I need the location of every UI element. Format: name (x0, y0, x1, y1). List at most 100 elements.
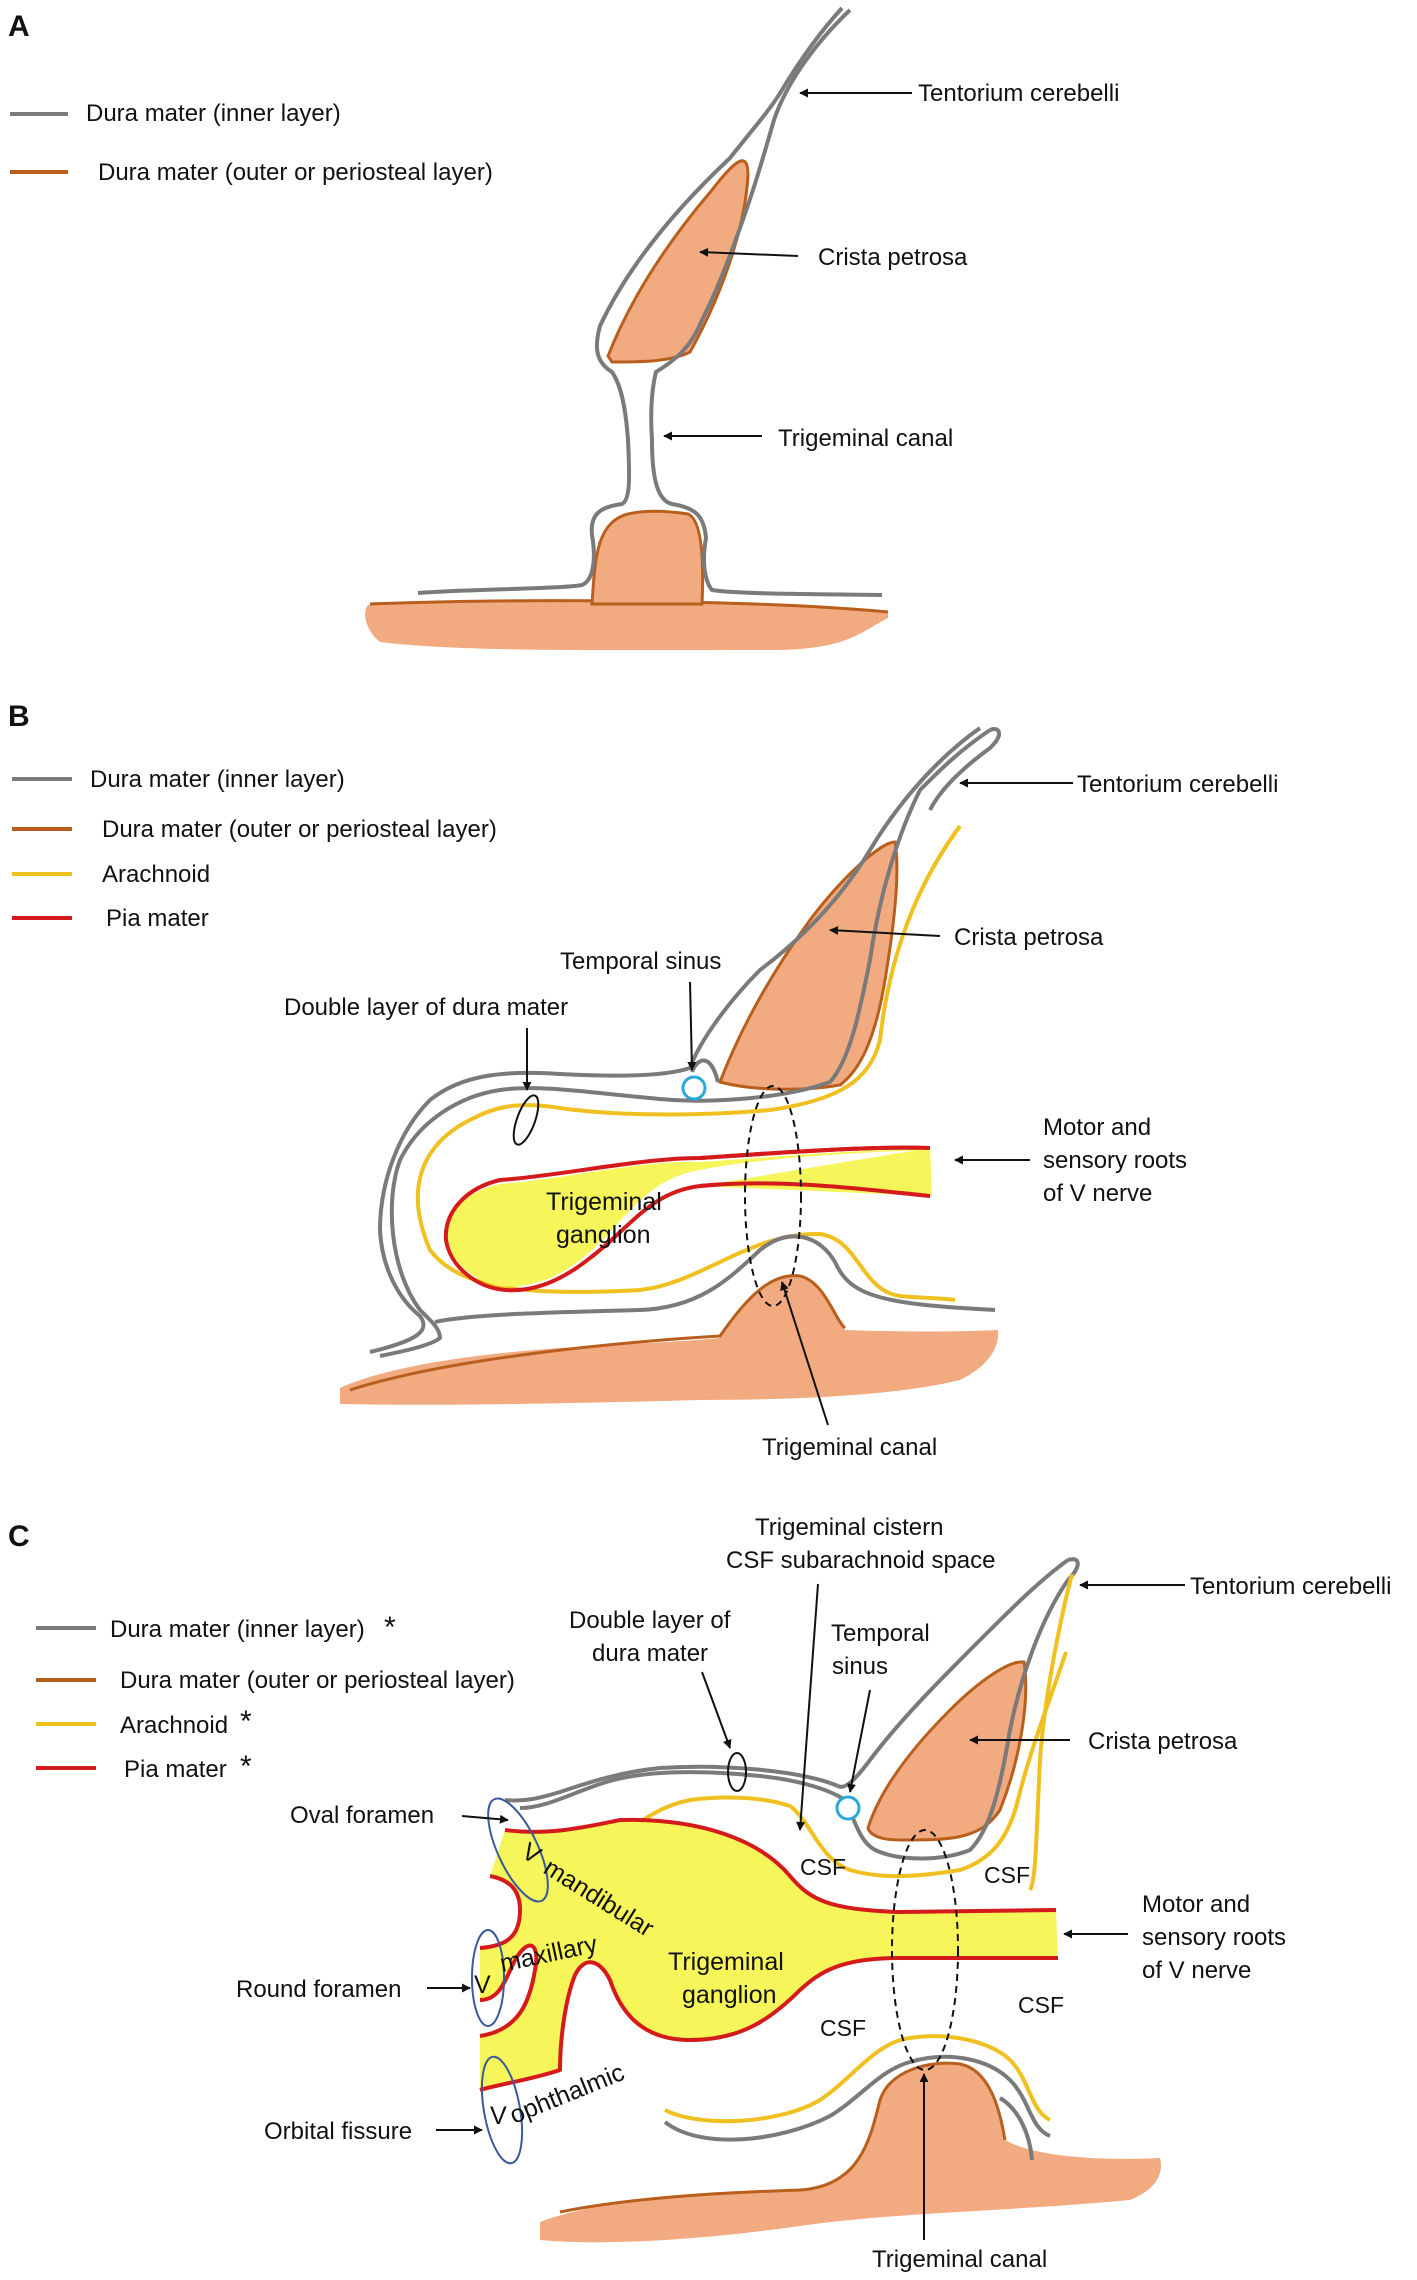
canal-label: Trigeminal canal (872, 2246, 1047, 2273)
cistern-line2: CSF subarachnoid space (726, 1547, 995, 1574)
pia-upper (504, 1817, 1057, 1914)
crista-arrow (699, 247, 799, 257)
oval-foramen-ellipse (487, 1797, 549, 1903)
oval-foramen-arrow (461, 1814, 509, 1824)
double-line2: dura mater (592, 1640, 708, 1667)
motor-line2: sensory roots (1043, 1147, 1187, 1174)
dura-inner-upper (519, 1557, 1080, 1861)
legend-dura-outer-label: Dura mater (outer or periosteal layer) (98, 159, 493, 186)
dura-floor-right (998, 2096, 1034, 2161)
arachnoid-upper (628, 1651, 1068, 1879)
dura-inner-floor (434, 1234, 996, 1324)
panel-b: B Dura mater (inner layer) Dura mater (o… (8, 700, 1278, 1461)
temporal-line1: Temporal (831, 1620, 930, 1647)
double-layer-arrow (701, 1671, 732, 1749)
panel-a-letter: A (8, 10, 30, 43)
dura-tentorium (837, 1558, 1070, 1789)
legend-dura-outer-label: Dura mater (outer or periosteal layer) (120, 1667, 515, 1694)
ganglion-line1: Trigeminal (668, 1948, 784, 1976)
round-foramen-ellipse (471, 1929, 505, 2027)
legend-arachnoid-star: * (240, 1705, 252, 1738)
ganglion-line2: ganglion (556, 1221, 651, 1249)
motor-line2: sensory roots (1142, 1924, 1286, 1951)
legend-pia-label: Pia mater (106, 905, 209, 932)
arachnoid-layer (415, 824, 962, 1302)
panel-b-legend: Dura mater (inner layer) Dura mater (out… (12, 766, 497, 932)
ganglion-line2: ganglion (682, 1981, 777, 2009)
trigeminal-canal-ellipse (744, 1085, 802, 1307)
pia-root-edges (699, 1145, 931, 1198)
crista-label: Crista petrosa (818, 244, 968, 271)
arachnoid-right (1028, 1573, 1074, 1892)
pia-lower (479, 1956, 1058, 2092)
crista-petrosa-shape (718, 840, 899, 1091)
panel-b-letter: B (8, 700, 30, 733)
motor-line1: Motor and (1043, 1114, 1151, 1141)
periosteal-dura-line (349, 1274, 847, 1392)
temporal-sinus-label: Temporal sinus (560, 948, 721, 975)
csf-label-upper-left: CSF (800, 1854, 846, 1880)
petrous-bone-base (540, 2063, 1161, 2243)
tentorium-label: Tentorium cerebelli (1190, 1573, 1391, 1600)
arachnoid-lower (664, 2034, 1052, 2124)
trigeminal-ganglion-shape (480, 1819, 1058, 2090)
cistern-arrow (796, 1583, 819, 1831)
orbital-fissure-label: Orbital fissure (264, 2118, 412, 2145)
temporal-sinus-arrow (847, 1689, 871, 1793)
dura-inner-floor (663, 2054, 1051, 2142)
legend-dura-inner-label: Dura mater (inner layer) (86, 100, 341, 127)
motor-line1: Motor and (1142, 1891, 1250, 1918)
csf-label-upper-right: CSF (984, 1862, 1030, 1888)
ganglion-line1: Trigeminal (546, 1188, 662, 1216)
dura-double-layer (504, 1764, 839, 1803)
bone-bump (590, 509, 705, 606)
dura-inner-right (649, 8, 883, 597)
legend-dura-inner-star: * (384, 1611, 396, 1644)
temporal-sinus-circle (835, 1795, 861, 1821)
oval-foramen-label: Oval foramen (290, 1802, 434, 1829)
legend-arachnoid-label: Arachnoid (102, 861, 210, 888)
crista-label: Crista petrosa (1088, 1728, 1238, 1755)
temporal-sinus-arrow (687, 981, 697, 1071)
panel-a-legend: Dura mater (inner layer) Dura mater (out… (10, 100, 493, 186)
canal-label: Trigeminal canal (778, 425, 953, 452)
legend-pia-star: * (240, 1750, 252, 1783)
pia-mandibular-lower (479, 1874, 523, 1950)
petrous-bone-base (340, 1275, 999, 1405)
panel-c: C Dura mater (inner layer) * Dura mater … (8, 1514, 1391, 2273)
crista-label: Crista petrosa (954, 924, 1104, 951)
double-layer-label: Double layer of dura mater (284, 994, 568, 1021)
dura-inner-left (417, 6, 844, 595)
legend-dura-inner-label: Dura mater (inner layer) (90, 766, 345, 793)
dura-tentorium-tip (928, 727, 1001, 811)
periosteal-dura-line (559, 2061, 1007, 2214)
panel-c-legend: Dura mater (inner layer) * Dura mater (o… (36, 1611, 515, 1783)
crista-petrosa-shape (866, 1660, 1028, 1842)
motor-line3: of V nerve (1142, 1957, 1251, 1984)
trigeminal-canal-ellipse (891, 1829, 959, 2071)
motor-line3: of V nerve (1043, 1180, 1152, 1207)
canal-arrow (780, 1281, 829, 1426)
csf-label-lower-right: CSF (1018, 1992, 1064, 2018)
v-maxillary-letter: V (474, 1971, 491, 1999)
double-line1: Double layer of (569, 1607, 731, 1634)
panel-a: A Dura mater (inner layer) Dura mater (o… (8, 6, 1119, 651)
legend-pia-label: Pia mater (124, 1756, 227, 1783)
petrous-bone-base (365, 599, 888, 651)
temporal-sinus-circle (681, 1075, 707, 1101)
tentorium-label: Tentorium cerebelli (918, 80, 1119, 107)
helper (1000, 1560, 1080, 2132)
dura-inner-upper (369, 726, 982, 1354)
legend-dura-outer-label: Dura mater (outer or periosteal layer) (102, 816, 497, 843)
temporal-line2: sinus (832, 1653, 888, 1680)
double-layer-ellipse (727, 1752, 747, 1792)
legend-arachnoid-label: Arachnoid (120, 1712, 228, 1739)
crista-arrow (829, 925, 941, 937)
dura-inner-lower (379, 728, 992, 1358)
tentorium-label: Tentorium cerebelli (1077, 771, 1278, 798)
canal-label: Trigeminal canal (762, 1434, 937, 1461)
round-foramen-label: Round foramen (236, 1976, 401, 2003)
trigeminal-ganglion-shape (447, 1149, 930, 1287)
